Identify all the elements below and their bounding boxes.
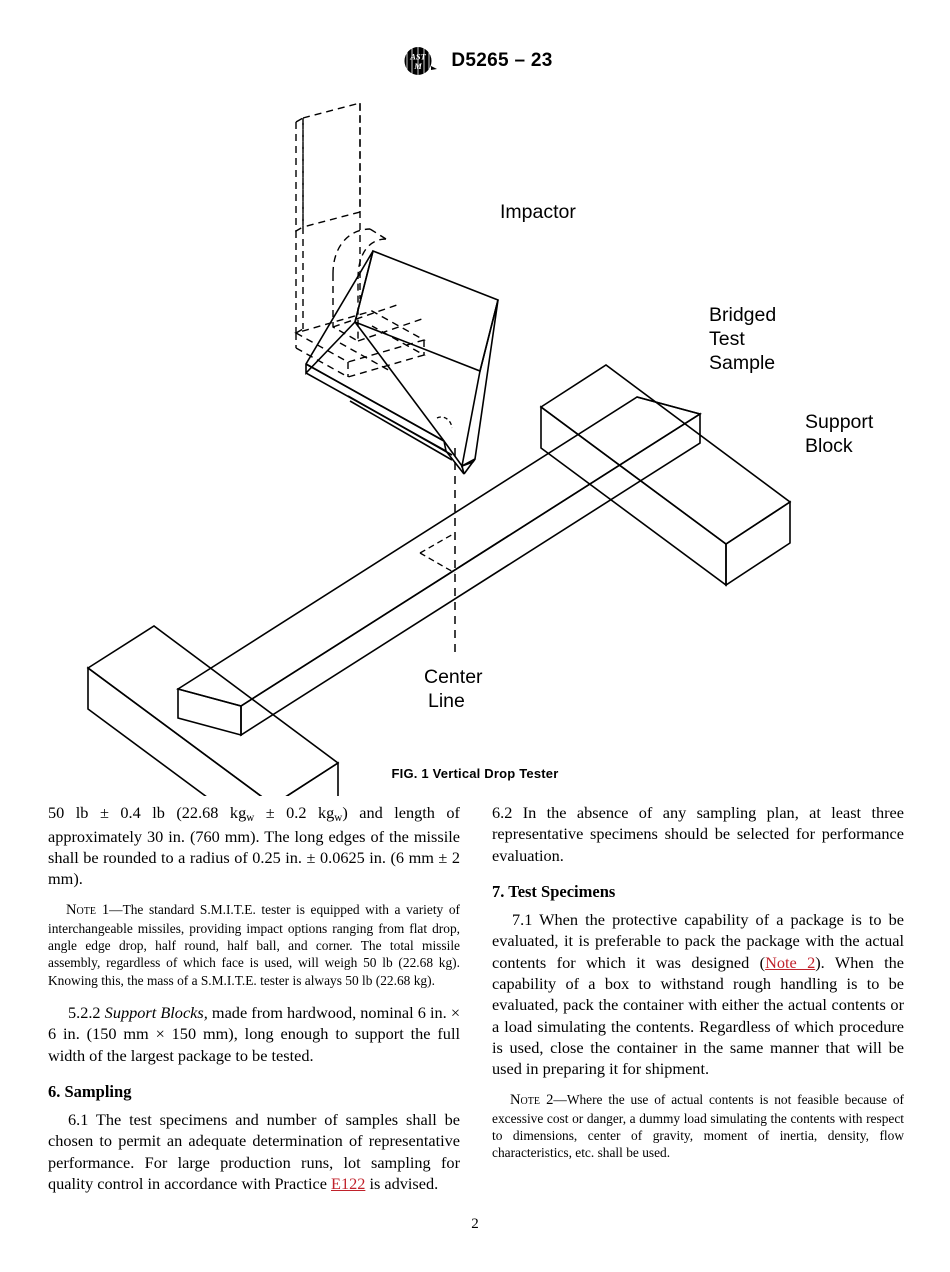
missile-text-f: 0.0625 in. (6 mm: [315, 847, 439, 867]
paragraph-7-1: 7.1 When the protective capability of a …: [492, 909, 904, 1080]
para-7-1-text-a: 7.1 When the protective capability of a …: [492, 910, 904, 972]
svg-text:M: M: [414, 61, 423, 71]
left-column: 50 lb ± 0.4 lb (22.68 kgw ± 0.2 kgw) and…: [48, 802, 460, 1194]
missile-text-g: 2 mm).: [48, 847, 461, 889]
missile-text-a: 50 lb: [48, 803, 100, 822]
note-1: Note 1—The standard S.M.I.T.E. tester is…: [48, 901, 460, 989]
figure-label-center-line-line1: Center: [424, 666, 483, 688]
para-7-1-text-b: ). When the capability of a box to withs…: [492, 952, 904, 1079]
bridged-test-sample-beam: [176, 396, 702, 737]
beam-hidden-edge: [419, 532, 456, 574]
page-number: 2: [471, 1216, 479, 1232]
astm-logo: AST M: [404, 47, 438, 75]
figure-label-support-block-line1: Support: [805, 411, 874, 433]
note-2: Note 2—Where the use of actual contents …: [492, 1091, 904, 1162]
kg-subscript-w-2: w: [334, 812, 343, 825]
note-2-lead: Note 2: [510, 1091, 554, 1108]
body-columns: 50 lb ± 0.4 lb (22.68 kgw ± 0.2 kgw) and…: [48, 802, 904, 1194]
para-6-1-text-b: is advised.: [365, 1174, 439, 1194]
xref-e122[interactable]: E122: [331, 1174, 366, 1194]
figure-label-impactor: Impactor: [500, 201, 576, 223]
figure-drawing: Impactor Bridged Test Sample Support Blo…: [86, 102, 874, 796]
para-5-2-2-number: 5.2.2: [68, 1002, 105, 1022]
figure-label-bridged-test-sample-line3: Sample: [709, 352, 775, 374]
para-6-1-text-a: 6.1 The test specimens and number of sam…: [48, 1109, 460, 1194]
support-block-right: [539, 364, 792, 587]
note-1-lead: Note 1: [66, 901, 110, 918]
heading-section-7: 7. Test Specimens: [492, 882, 616, 902]
support-block-left: [86, 625, 340, 796]
note-1-text: —The standard S.M.I.T.E. tester is equip…: [48, 901, 460, 988]
figure-label-bridged-test-sample-line2: Test: [709, 328, 745, 350]
missile-text-d: 0.2 kg: [274, 803, 335, 822]
missile-text-c: [254, 803, 266, 822]
right-column: 6.2 In the absence of any sampling plan,…: [492, 802, 904, 1194]
figure-caption: FIG. 1 Vertical Drop Tester: [391, 766, 559, 781]
impactor-solid-outline: [305, 249, 499, 475]
figure-label-center-line-line2: Line: [428, 690, 465, 712]
xref-note-2[interactable]: Note 2: [765, 952, 816, 972]
svg-text:AST: AST: [410, 52, 427, 62]
figure-label-support-block-line2: Block: [805, 435, 853, 457]
figure-vertical-drop-tester: Impactor Bridged Test Sample Support Blo…: [0, 96, 950, 796]
paragraph-6-2: 6.2 In the absence of any sampling plan,…: [492, 803, 904, 865]
para-5-2-2-rest: made from hardwood, nominal 6 in. × 6 in…: [48, 1002, 461, 1065]
figure-label-bridged-test-sample-line1: Bridged: [709, 304, 776, 326]
missile-text-b: 0.4 lb (22.68 kg: [108, 803, 247, 822]
para-5-2-2-term: Support Blocks,: [104, 1002, 208, 1022]
page-header: AST M D5265 – 23: [0, 46, 950, 76]
paragraph-missile-continued: 50 lb ± 0.4 lb (22.68 kgw ± 0.2 kgw) and…: [48, 803, 461, 889]
paragraph-5-2-2: 5.2.2 Support Blocks, made from hardwood…: [48, 1002, 460, 1066]
document-designation: D5265 – 23: [451, 50, 553, 71]
impactor-ghost-outline: [294, 102, 426, 378]
kg-subscript-w-1: w: [246, 812, 255, 825]
paragraph-6-1: 6.1 The test specimens and number of sam…: [48, 1109, 460, 1194]
note-2-text: —Where the use of actual contents is not…: [492, 1091, 904, 1161]
heading-section-6: 6. Sampling: [48, 1081, 132, 1101]
missile-text-e: ) and length of approximately 30 in. (76…: [48, 803, 460, 867]
